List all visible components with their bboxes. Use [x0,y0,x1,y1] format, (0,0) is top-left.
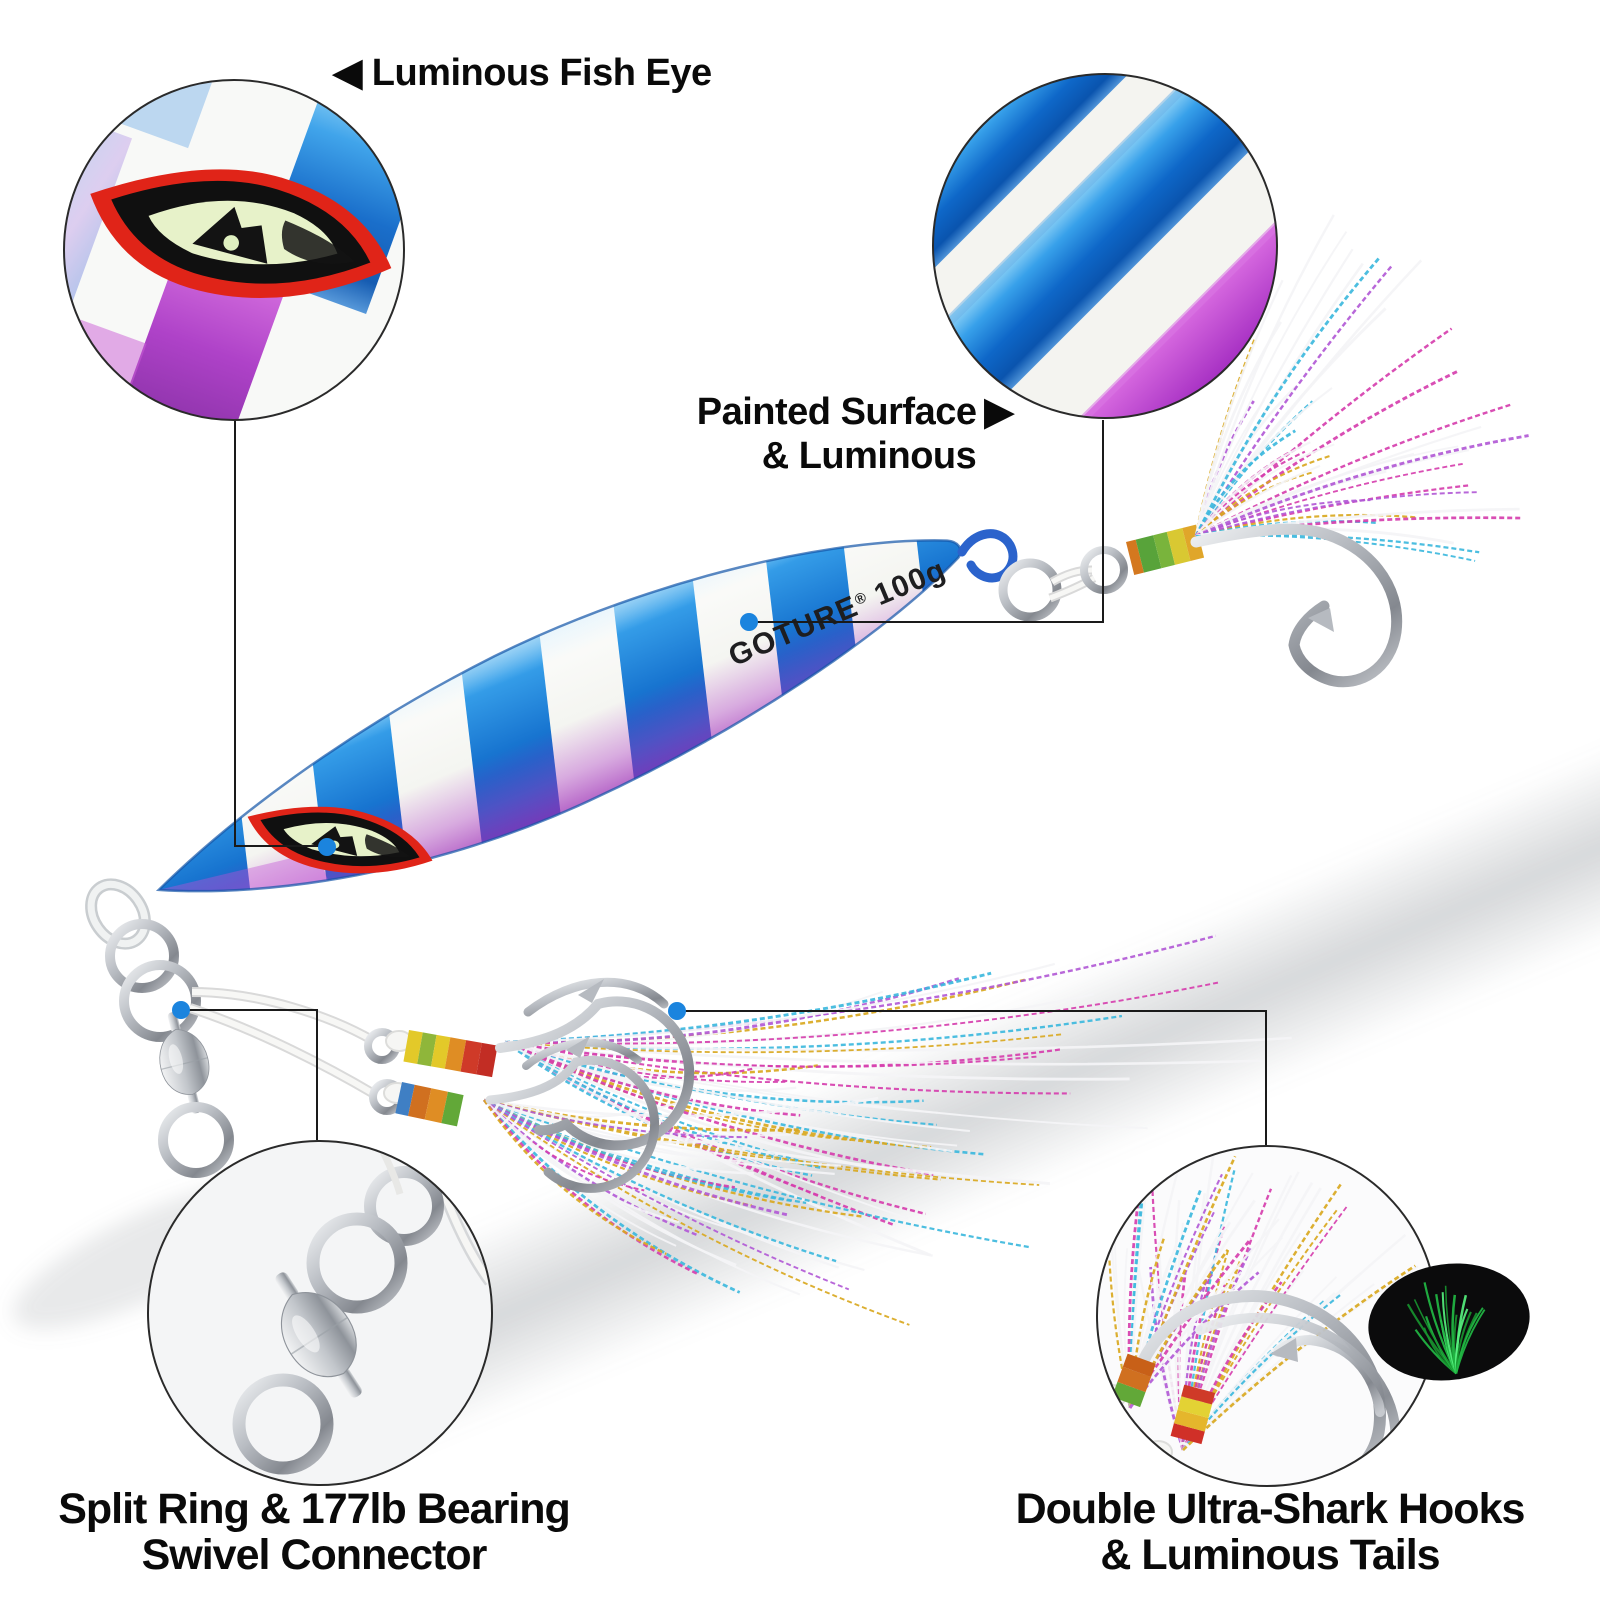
assist-cords [188,987,377,1099]
hooks-label-line2: & Luminous Tails [1100,1531,1440,1579]
callout-dot-painted [740,613,758,631]
right-arrow-icon: ▶ [984,391,1014,433]
luminous-glow-preview [1368,1263,1530,1381]
assist-hooks-middle [364,977,695,1193]
thread-wrap-upper [403,1030,498,1078]
shark-hooks-label: Double Ultra-Shark Hooks & Luminous Tail… [1014,1486,1526,1578]
painted-surface-label: Painted Surface▶ & Luminous [655,390,1055,478]
thread-wrap-lower [395,1082,464,1127]
swivel-label-line2: Swivel Connector [141,1531,488,1579]
callout-dot-hooks [668,1002,686,1020]
tinsel-top [1194,214,1529,562]
nose-assembly [957,524,1205,622]
glow-tails [1406,1282,1486,1375]
thread-wrap-circle-1 [1111,1353,1156,1408]
hooks-label-line1: Double Ultra-Shark Hooks [1015,1485,1526,1533]
swivel-label-line1: Split Ring & 177lb Bearing [58,1485,571,1533]
thread-wrap-circle-2 [1170,1384,1216,1445]
painted-surface-label-line2: & Luminous [761,435,977,477]
fish-eye-label-text: Luminous Fish Eye [371,52,712,94]
painted-surface-label-text: Painted Surface [696,391,977,433]
callout-lines [186,420,1267,1145]
top-hook [1190,523,1403,688]
fish-eye-label: ◀Luminous Fish Eye [333,50,712,95]
callout-dot-fish-eye [318,838,336,856]
thread-wrap-top [1126,524,1205,575]
jig-body: GOTURE®100g [124,472,995,968]
split-ring-swivel-chain [85,878,234,1178]
callout-dot-swivel [172,1001,190,1019]
swivel-connector-label: Split Ring & 177lb Bearing Swivel Connec… [58,1485,571,1579]
left-arrow-icon: ◀ [333,52,362,94]
